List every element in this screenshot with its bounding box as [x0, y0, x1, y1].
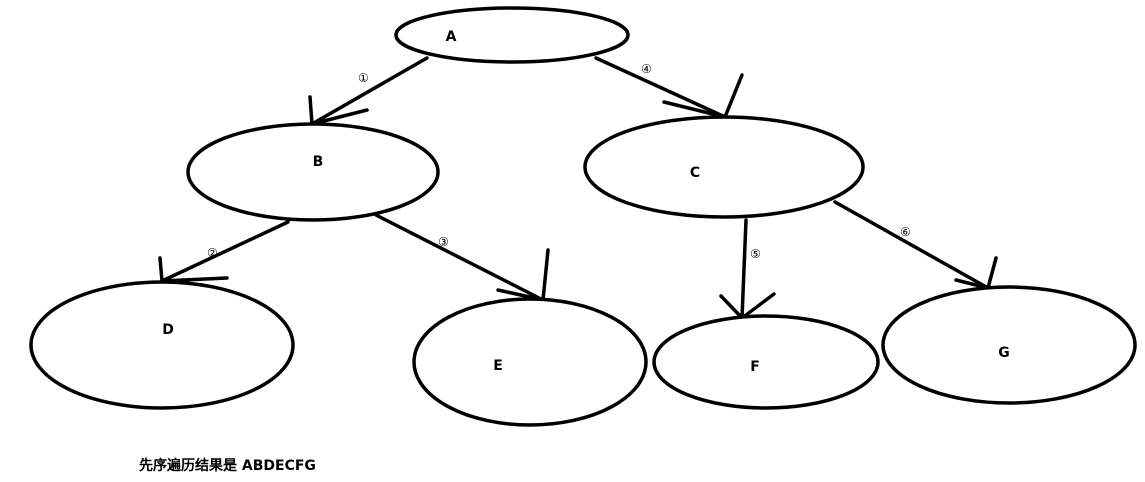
edge-c-f: ⑤	[719, 218, 776, 320]
edge-line	[310, 56, 429, 126]
edge-order-label: ⑤	[750, 247, 761, 261]
node-d: D	[29, 280, 295, 410]
arrowhead-stroke	[986, 256, 998, 290]
node-label: E	[493, 358, 503, 374]
node-label: C	[690, 165, 700, 181]
node-label: A	[446, 29, 457, 45]
node-label: B	[313, 154, 324, 170]
edge-a-c: ④	[594, 56, 744, 119]
edge-line	[833, 200, 990, 290]
node-f: F	[652, 314, 880, 410]
edge-b-d: ②	[158, 220, 290, 283]
node-ellipse	[881, 285, 1137, 405]
edge-line	[374, 213, 545, 302]
arrowhead-stroke	[719, 294, 744, 320]
edge-b-e: ③	[374, 213, 550, 302]
node-ellipse	[29, 280, 295, 410]
node-g: G	[881, 285, 1137, 405]
node-ellipse	[394, 6, 630, 64]
node-ellipse	[186, 122, 440, 222]
edge-order-label: ②	[207, 246, 218, 260]
arrowhead-stroke	[723, 73, 744, 119]
edge-line	[160, 220, 290, 283]
arrowhead-stroke	[308, 95, 314, 126]
traversal-result-caption: 先序遍历结果是 ABDECFG	[139, 458, 316, 474]
edge-order-label: ④	[641, 62, 652, 76]
arrowhead-stroke	[541, 248, 550, 302]
arrowhead-stroke	[158, 256, 164, 283]
node-label: G	[998, 345, 1010, 361]
edge-line	[740, 218, 748, 320]
edge-order-label: ①	[358, 71, 369, 85]
arrowhead-stroke	[310, 108, 369, 126]
arrowhead-stroke	[662, 100, 727, 119]
nodes-layer: A B C D E F G	[29, 6, 1137, 427]
node-label: D	[162, 322, 174, 338]
node-ellipse	[583, 115, 865, 219]
node-c: C	[583, 115, 865, 219]
node-a: A	[394, 6, 630, 64]
edge-line	[594, 56, 727, 119]
node-ellipse	[652, 314, 880, 410]
edge-c-g: ⑥	[833, 200, 998, 290]
node-e: E	[412, 297, 648, 427]
node-ellipse	[412, 297, 648, 427]
node-label: F	[750, 359, 760, 375]
arrowhead-stroke	[740, 292, 776, 320]
edges-layer: ① ② ③ ④ ⑤ ⑥	[158, 56, 998, 320]
edge-order-label: ③	[438, 235, 449, 249]
node-b: B	[186, 122, 440, 222]
edge-a-b: ①	[308, 56, 429, 126]
edge-order-label: ⑥	[900, 225, 911, 239]
